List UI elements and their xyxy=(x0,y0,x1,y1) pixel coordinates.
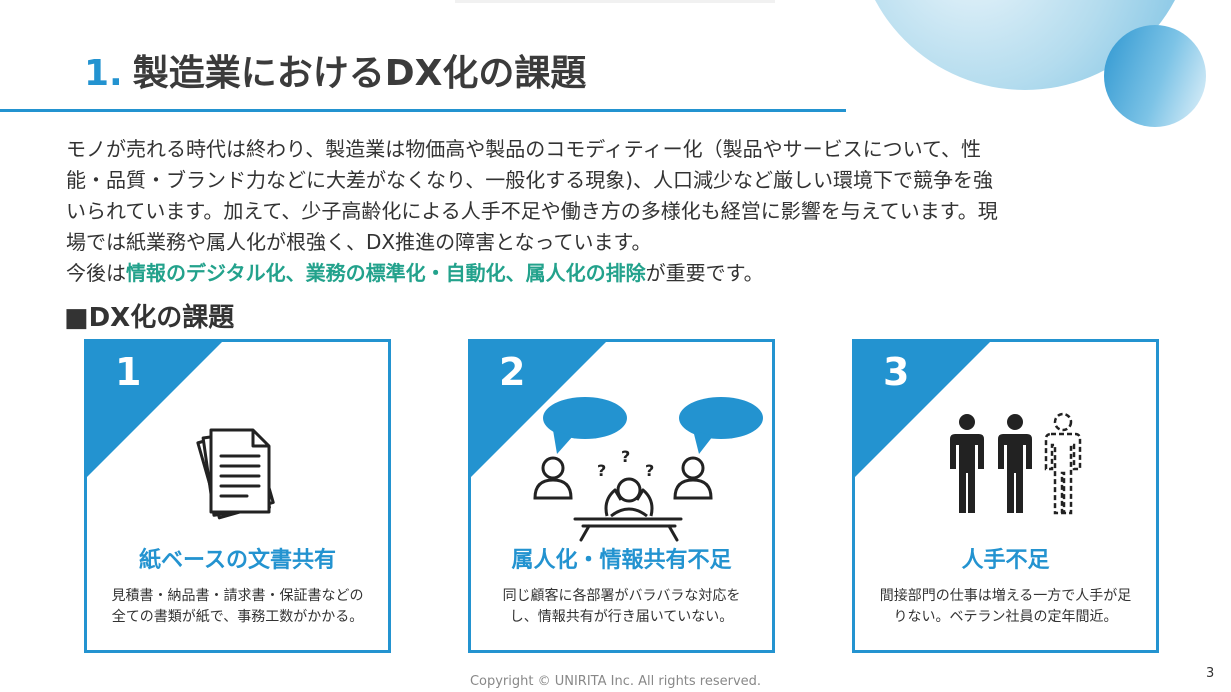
intro-line-5-suffix: が重要です。 xyxy=(645,261,764,285)
decor-circle-small xyxy=(1104,25,1206,127)
card-title: 紙ベースの文書共有 xyxy=(139,548,336,573)
intro-line-1: モノが売れる時代は終わり、製造業は物価高や製品のコモディティー化（製品やサービス… xyxy=(66,137,981,161)
intro-line-2: 能・品質・ブランド力などに大差がなくなり、一般化する現象)、人口減少など厳しい環… xyxy=(66,168,994,192)
svg-text:?: ? xyxy=(645,461,654,480)
issue-card-1: 1 紙ベースの文書共有 見積書・納品書・請求書・保証書などの 全ての書類が紙で、… xyxy=(84,339,391,653)
card-desc-line-1: 見積書・納品書・請求書・保証書などの xyxy=(111,588,364,604)
svg-text:?: ? xyxy=(621,447,630,466)
title-text: 製造業におけるDX化の課題 xyxy=(132,53,587,94)
title-number: 1. xyxy=(84,53,123,94)
section-title: ■DX化の課題 xyxy=(64,303,235,333)
svg-text:?: ? xyxy=(597,461,606,480)
documents-icon xyxy=(196,428,275,520)
card-description: 見積書・納品書・請求書・保証書などの 全ての書類が紙で、事務工数がかかる。 xyxy=(95,586,380,628)
card-desc-line-1: 同じ顧客に各部署がバラバラな対応を xyxy=(502,588,741,604)
confused-meeting-icon: ? ? ? xyxy=(533,397,763,542)
decor-top-line xyxy=(455,0,775,3)
card-desc-line-2: 全ての書類が紙で、事務工数がかかる。 xyxy=(111,609,364,625)
intro-line-5-prefix: 今後は xyxy=(66,261,126,285)
missing-person-icon xyxy=(950,412,1082,515)
card-number: 1 xyxy=(115,350,142,394)
card-desc-line-2: し、情報共有が行き届いていない。 xyxy=(509,609,734,625)
card-description: 同じ顧客に各部署がバラバラな対応を し、情報共有が行き届いていない。 xyxy=(479,586,764,628)
card-number: 2 xyxy=(499,350,526,394)
page-title: 1.製造業におけるDX化の課題 xyxy=(84,44,586,96)
intro-paragraph: モノが売れる時代は終わり、製造業は物価高や製品のコモディティー化（製品やサービス… xyxy=(66,134,1176,289)
issue-card-2: 2 ? ? ? xyxy=(468,339,775,653)
card-description: 間接部門の仕事は増える一方で人手が足 りない。ベテラン社員の定年間近。 xyxy=(863,586,1148,628)
card-number: 3 xyxy=(883,350,910,394)
card-desc-line-2: りない。ベテラン社員の定年間近。 xyxy=(893,609,1118,625)
intro-line-3: いられています。加えて、少子高齢化による人手不足や働き方の多様化も経営に影響を与… xyxy=(66,199,998,223)
card-corner-triangle xyxy=(87,342,222,477)
issue-card-3: 3 人手不足 間接部門の仕事は増える一方で人手が足 りない。ベテラン社員の定年間… xyxy=(852,339,1159,653)
title-underline xyxy=(0,109,846,112)
card-title: 属人化・情報共有不足 xyxy=(511,548,732,573)
card-desc-line-1: 間接部門の仕事は増える一方で人手が足 xyxy=(879,588,1132,604)
intro-line-4: 場では紙業務や属人化が根強く、DX推進の障害となっています。 xyxy=(66,230,652,254)
page-number: 3 xyxy=(1206,666,1215,681)
card-title: 人手不足 xyxy=(961,548,1050,573)
copyright-footer: Copyright © UNIRITA Inc. All rights rese… xyxy=(469,674,762,689)
intro-highlight: 情報のデジタル化、業務の標準化・自動化、属人化の排除 xyxy=(126,261,646,285)
